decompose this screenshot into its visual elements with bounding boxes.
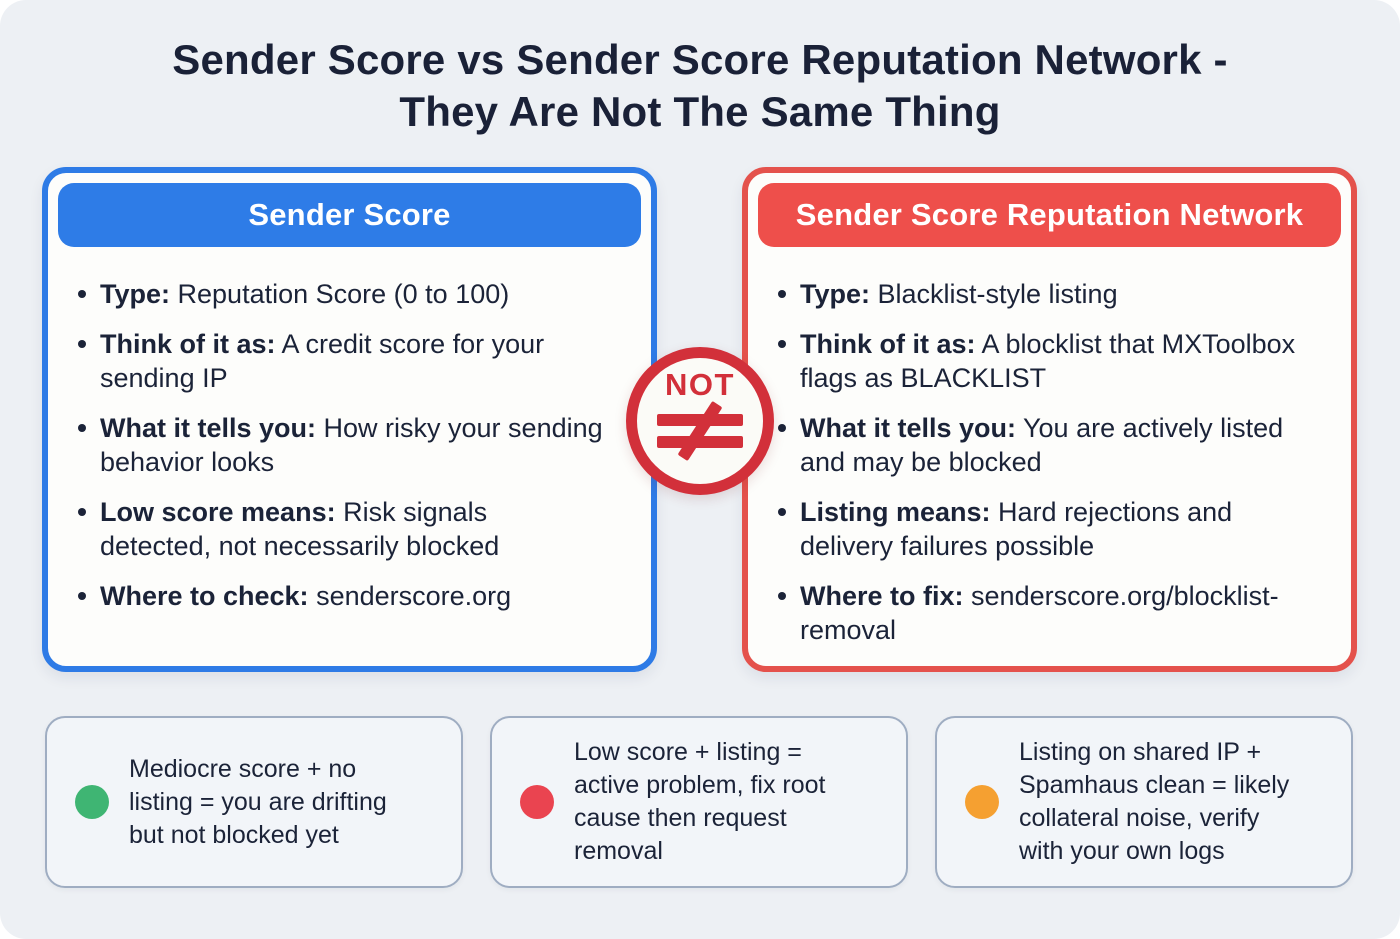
bullet-dot-icon	[78, 339, 86, 348]
bullet-dot-icon	[78, 507, 86, 516]
reputation-network-card-header: Sender Score Reputation Network	[758, 183, 1341, 247]
bullet-item: Type: Blacklist-style listing	[778, 277, 1327, 312]
bullet-item: What it tells you: You are actively list…	[778, 411, 1327, 480]
bullet-item: Listing means: Hard rejections and deliv…	[778, 495, 1327, 564]
not-equal-badge: NOT	[626, 347, 774, 495]
bullet-item: Think of it as: A blocklist that MXToolb…	[778, 327, 1327, 396]
green-dot-icon	[75, 785, 109, 819]
bullet-dot-icon	[778, 423, 786, 432]
bullet-text: Type: Reputation Score (0 to 100)	[100, 279, 510, 309]
bullet-dot-icon	[778, 591, 786, 600]
page-title: Sender Score vs Sender Score Reputation …	[172, 36, 1228, 136]
bullet-text: What it tells you: How risky your sendin…	[100, 412, 603, 478]
bullet-dot-icon	[778, 290, 786, 298]
bullet-dot-icon	[778, 339, 786, 348]
bullet-item: Type: Reputation Score (0 to 100)	[78, 277, 627, 312]
bullet-text: Listing means: Hard rejections and deliv…	[800, 496, 1233, 562]
bullet-text: Where to check: senderscore.org	[100, 580, 512, 611]
legend-box-shared-ip: Listing on shared IP + Spamhaus clean = …	[935, 716, 1353, 888]
bullet-item: Where to check: senderscore.org	[78, 579, 627, 614]
bullet-dot-icon	[778, 507, 786, 516]
bullet-text: Think of it as: A blocklist that MXToolb…	[800, 328, 1296, 394]
bullet-text: Low score means: Risk signals detected, …	[100, 496, 500, 562]
bullet-dot-icon	[78, 591, 86, 600]
legend-box-mediocre-score: Mediocre score + no listing = you are dr…	[45, 716, 463, 888]
bullet-text: Where to fix: senderscore.org/blocklist-…	[800, 580, 1279, 646]
sender-score-card-header: Sender Score	[58, 183, 641, 247]
bullet-text: What it tells you: You are actively list…	[800, 412, 1284, 478]
sender-score-bullet-list: Type: Reputation Score (0 to 100) Think …	[48, 257, 651, 613]
red-dot-icon	[520, 785, 554, 819]
orange-dot-icon	[965, 785, 999, 819]
legend-box-low-score: Low score + listing = active problem, fi…	[490, 716, 908, 888]
bullet-text: Think of it as: A credit score for your …	[100, 328, 545, 394]
sender-score-card: Sender Score Type: Reputation Score (0 t…	[42, 167, 657, 672]
reputation-network-card: Sender Score Reputation Network Type: Bl…	[742, 167, 1357, 672]
legend-text: Mediocre score + no listing = you are dr…	[129, 754, 387, 849]
reputation-network-bullet-list: Type: Blacklist-style listing Think of i…	[748, 257, 1351, 648]
bullet-item: Low score means: Risk signals detected, …	[78, 495, 627, 564]
bullet-item: What it tells you: How risky your sendin…	[78, 411, 627, 480]
bullet-item: Think of it as: A credit score for your …	[78, 327, 627, 396]
bullet-dot-icon	[78, 290, 86, 298]
bullet-dot-icon	[78, 423, 86, 432]
not-equal-icon	[657, 400, 743, 462]
legend-text: Low score + listing = active problem, fi…	[574, 738, 826, 865]
bullet-item: Where to fix: senderscore.org/blocklist-…	[778, 579, 1327, 648]
bullet-text: Type: Blacklist-style listing	[800, 279, 1118, 309]
legend-text: Listing on shared IP + Spamhaus clean = …	[1019, 738, 1290, 865]
not-label: NOT	[665, 367, 735, 402]
